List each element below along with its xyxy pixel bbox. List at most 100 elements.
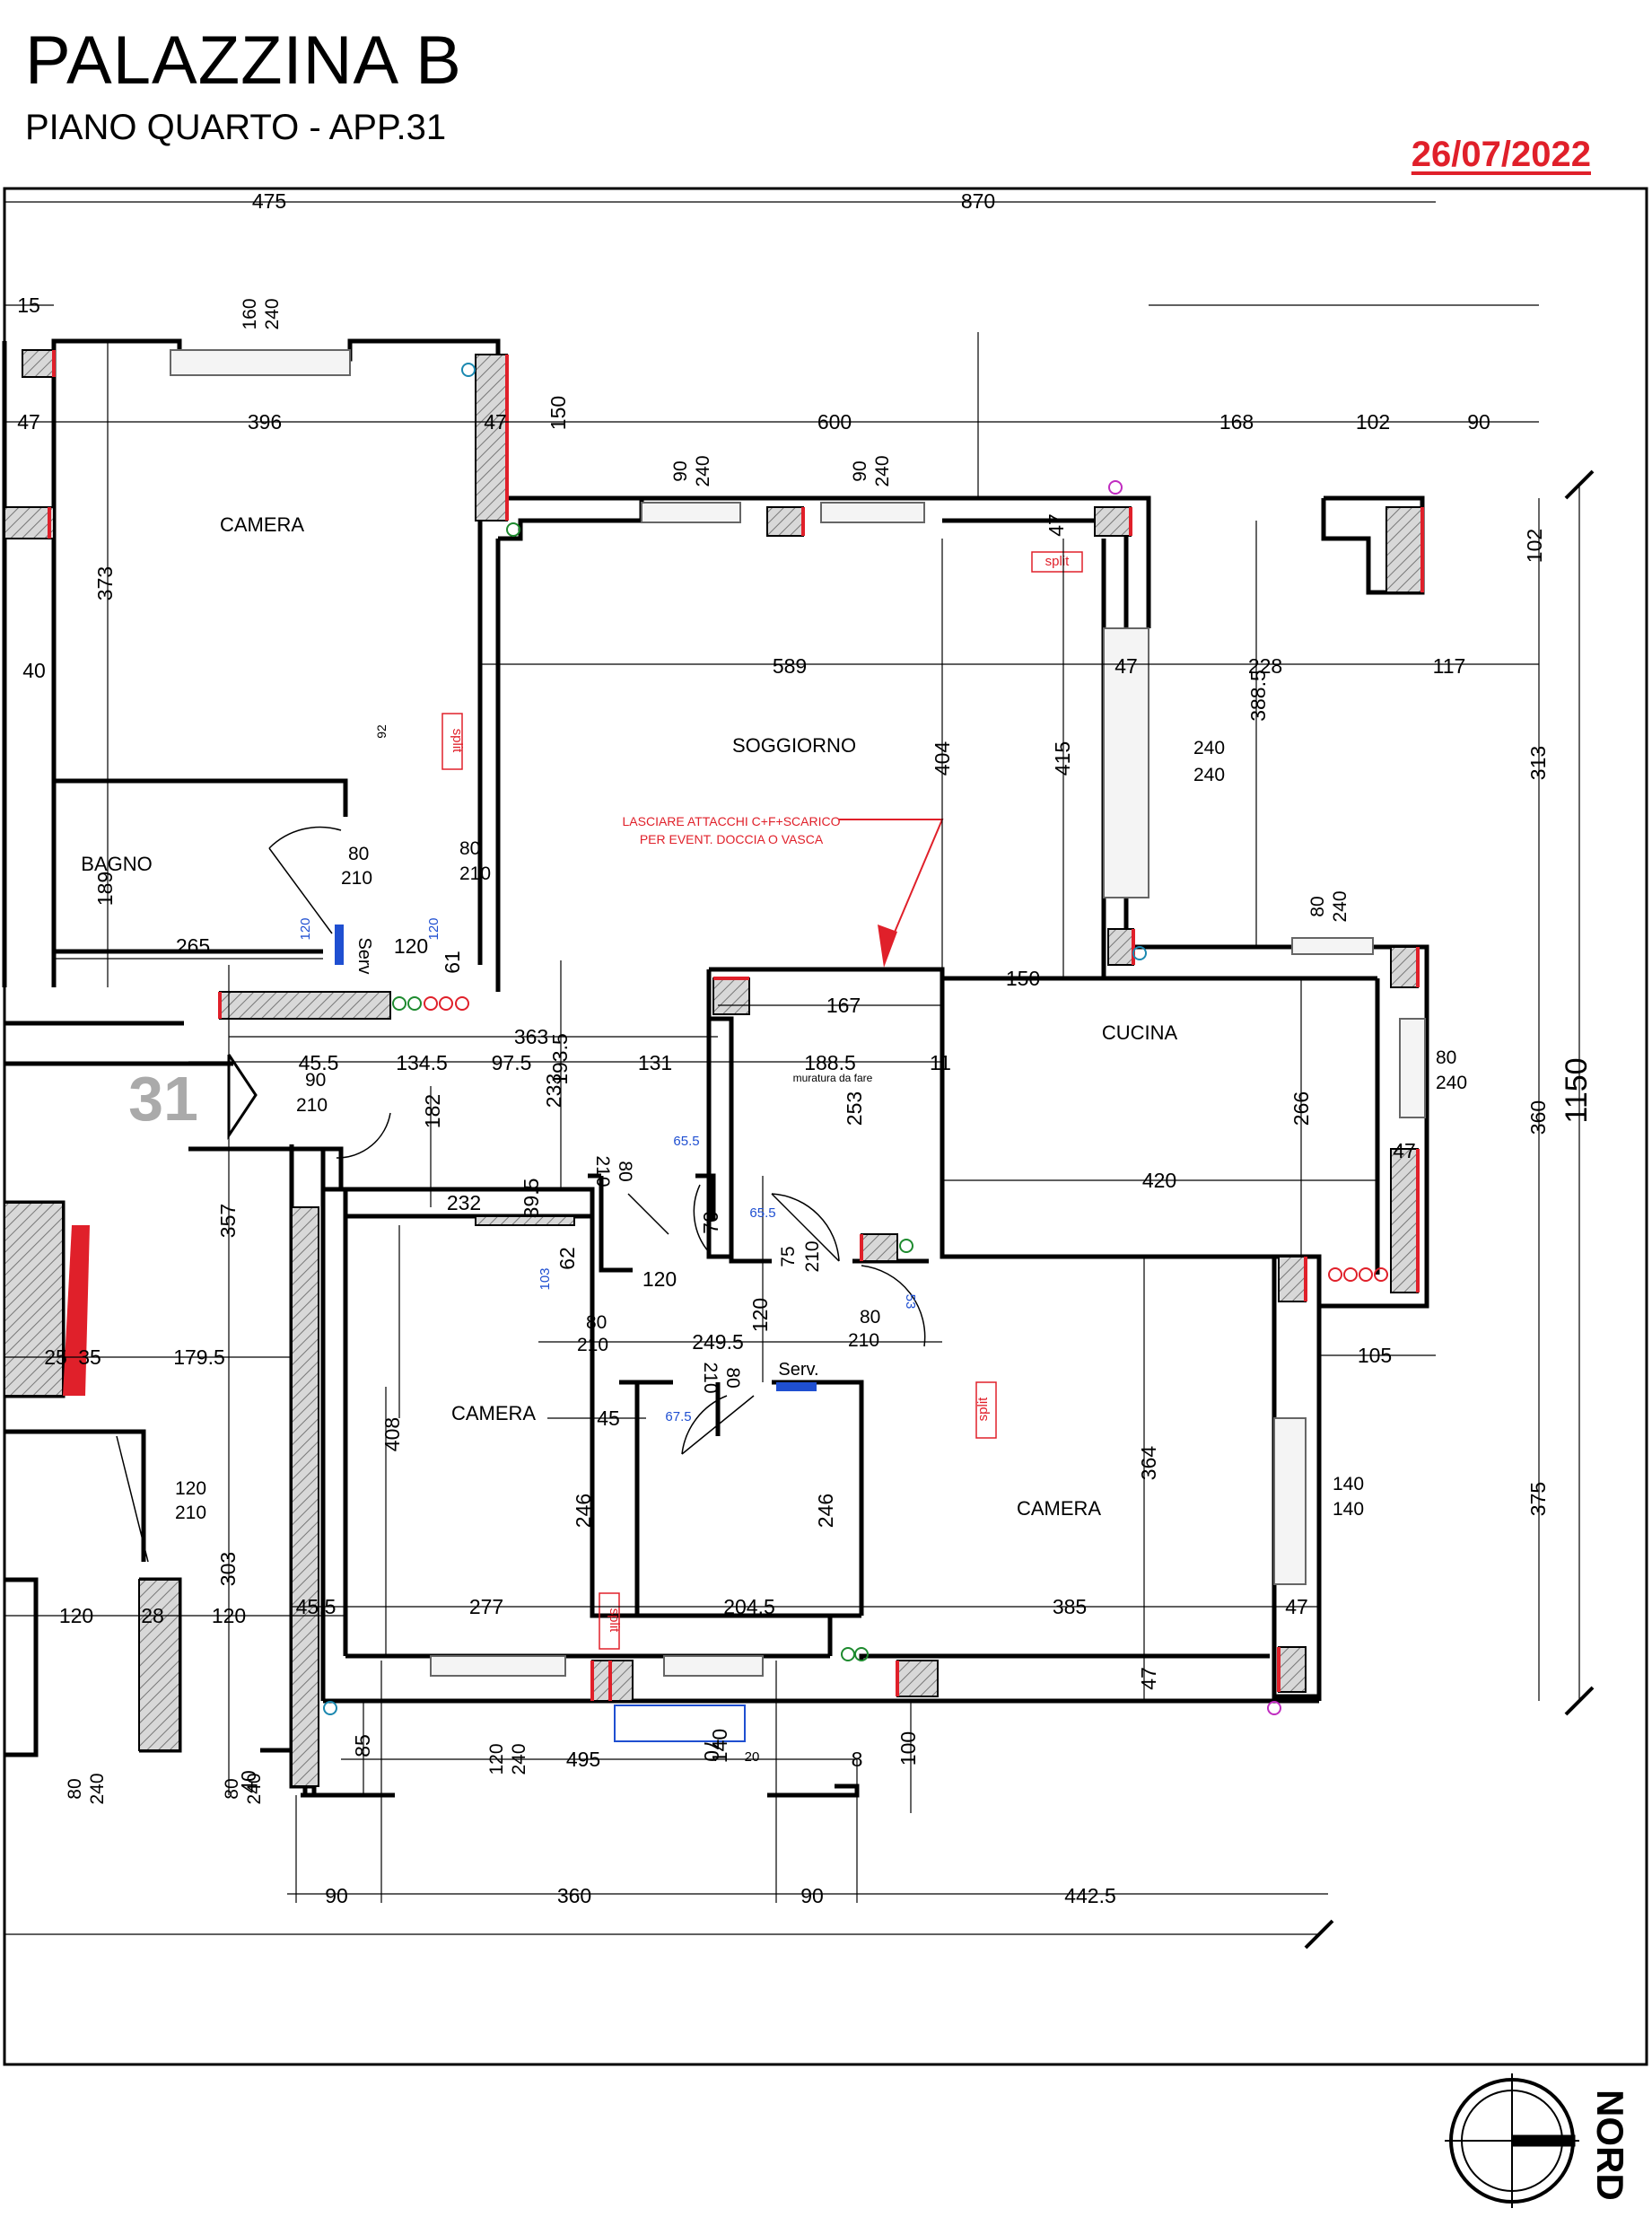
svg-text:120: 120 xyxy=(298,917,313,940)
svg-text:80: 80 xyxy=(586,1312,607,1333)
svg-text:120: 120 xyxy=(59,1604,93,1627)
svg-text:65.5: 65.5 xyxy=(673,1134,699,1149)
note-leader-line xyxy=(839,819,944,948)
svg-text:47: 47 xyxy=(1137,1667,1160,1690)
svg-text:240: 240 xyxy=(262,298,283,329)
svg-text:120: 120 xyxy=(394,934,428,958)
svg-text:249.5: 249.5 xyxy=(692,1330,744,1354)
svg-text:62: 62 xyxy=(555,1247,579,1270)
svg-text:1150: 1150 xyxy=(1560,1057,1594,1123)
svg-text:LASCIARE ATTACCHI C+F+SCARICO: LASCIARE ATTACCHI C+F+SCARICO xyxy=(623,814,841,828)
north-label: NORD xyxy=(1589,2090,1631,2201)
svg-text:53: 53 xyxy=(903,1294,918,1310)
svg-text:105: 105 xyxy=(1358,1344,1392,1367)
svg-text:179.5: 179.5 xyxy=(173,1345,225,1369)
svg-text:265: 265 xyxy=(176,934,210,958)
svg-text:80: 80 xyxy=(348,844,369,864)
svg-text:189: 189 xyxy=(93,872,117,906)
red-pillar-markers xyxy=(48,350,1424,1701)
svg-text:140: 140 xyxy=(1333,1474,1364,1494)
revision-date: 26/07/2022 xyxy=(1411,135,1591,174)
svg-text:90: 90 xyxy=(305,1070,326,1091)
svg-text:364: 364 xyxy=(1137,1446,1160,1481)
svg-text:8: 8 xyxy=(852,1748,863,1771)
svg-text:210: 210 xyxy=(175,1503,206,1523)
svg-text:150: 150 xyxy=(546,396,570,430)
svg-text:90: 90 xyxy=(1467,410,1490,434)
svg-text:120: 120 xyxy=(212,1604,246,1627)
north-compass xyxy=(1445,2073,1579,2208)
dimension-lines xyxy=(4,201,1580,1935)
svg-text:266: 266 xyxy=(1289,1091,1313,1126)
svg-text:475: 475 xyxy=(252,189,286,213)
svg-text:363: 363 xyxy=(514,1025,548,1048)
svg-text:120: 120 xyxy=(175,1478,206,1499)
svg-text:240: 240 xyxy=(1330,890,1350,922)
svg-text:589: 589 xyxy=(773,654,807,678)
svg-text:47: 47 xyxy=(1285,1595,1308,1618)
windows xyxy=(170,349,1426,1677)
svg-text:253: 253 xyxy=(843,1091,866,1126)
svg-text:90: 90 xyxy=(850,460,870,481)
svg-text:240: 240 xyxy=(872,455,893,486)
svg-text:45.5: 45.5 xyxy=(299,1051,339,1074)
svg-text:80: 80 xyxy=(1307,896,1328,916)
svg-text:80: 80 xyxy=(65,1778,85,1799)
svg-text:246: 246 xyxy=(814,1494,837,1528)
svg-text:131: 131 xyxy=(638,1051,672,1074)
svg-text:70: 70 xyxy=(700,1739,723,1762)
svg-text:100: 100 xyxy=(896,1731,920,1766)
blue-outline-box xyxy=(614,1705,746,1742)
svg-text:140: 140 xyxy=(1333,1499,1364,1520)
svg-text:90: 90 xyxy=(800,1884,824,1907)
room-label: CAMERA xyxy=(220,513,304,536)
svg-text:80: 80 xyxy=(722,1367,743,1388)
svg-text:102: 102 xyxy=(1523,529,1546,563)
svg-text:240: 240 xyxy=(509,1743,529,1775)
svg-text:442.5: 442.5 xyxy=(1064,1884,1116,1907)
svg-text:47: 47 xyxy=(1045,513,1068,537)
svg-text:split: split xyxy=(607,1608,622,1634)
svg-text:61: 61 xyxy=(441,951,464,974)
room-labels: CAMERA BAGNO SOGGIORNO CUCINA CAMERA CAM… xyxy=(81,513,1177,1520)
svg-text:47: 47 xyxy=(1393,1139,1416,1162)
svg-text:85: 85 xyxy=(351,1734,374,1757)
svg-text:40: 40 xyxy=(22,659,46,682)
serv-blue-marker xyxy=(335,925,344,965)
room-label: CUCINA xyxy=(1102,1021,1178,1044)
plumbing-note: LASCIARE ATTACCHI C+F+SCARICO PER EVENT.… xyxy=(623,814,841,846)
svg-text:388.5: 388.5 xyxy=(1246,670,1270,722)
svg-text:40: 40 xyxy=(237,1770,260,1793)
room-label: CAMERA xyxy=(1017,1497,1101,1520)
svg-text:228: 228 xyxy=(1248,654,1282,678)
svg-text:28: 28 xyxy=(141,1604,164,1627)
serv-blue-marker xyxy=(776,1382,817,1391)
svg-text:360: 360 xyxy=(557,1884,591,1907)
sockets xyxy=(323,363,1388,1715)
svg-text:240: 240 xyxy=(244,1773,265,1804)
svg-text:277: 277 xyxy=(469,1595,503,1618)
svg-text:408: 408 xyxy=(380,1417,404,1451)
svg-text:140: 140 xyxy=(708,1729,731,1763)
room-label: SOGGIORNO xyxy=(732,734,856,757)
svg-text:240: 240 xyxy=(1193,765,1225,785)
svg-text:415: 415 xyxy=(1051,741,1074,776)
svg-text:80: 80 xyxy=(459,838,480,859)
svg-text:373: 373 xyxy=(93,566,117,600)
svg-text:47: 47 xyxy=(484,410,507,434)
svg-text:210: 210 xyxy=(296,1095,328,1116)
svg-text:168: 168 xyxy=(1219,410,1254,434)
svg-text:150: 150 xyxy=(1006,967,1040,990)
svg-text:90: 90 xyxy=(325,1884,348,1907)
svg-text:210: 210 xyxy=(848,1330,879,1351)
svg-text:357: 357 xyxy=(216,1204,240,1238)
page-subtitle: PIANO QUARTO - APP.31 xyxy=(25,108,447,147)
svg-text:split: split xyxy=(975,1397,991,1422)
svg-text:232: 232 xyxy=(447,1191,481,1214)
svg-text:39.5: 39.5 xyxy=(520,1179,543,1219)
svg-text:80: 80 xyxy=(222,1778,242,1799)
svg-text:Serv.: Serv. xyxy=(778,1360,818,1380)
svg-text:240: 240 xyxy=(1436,1073,1467,1093)
apartment-number: 31 xyxy=(128,1064,198,1134)
